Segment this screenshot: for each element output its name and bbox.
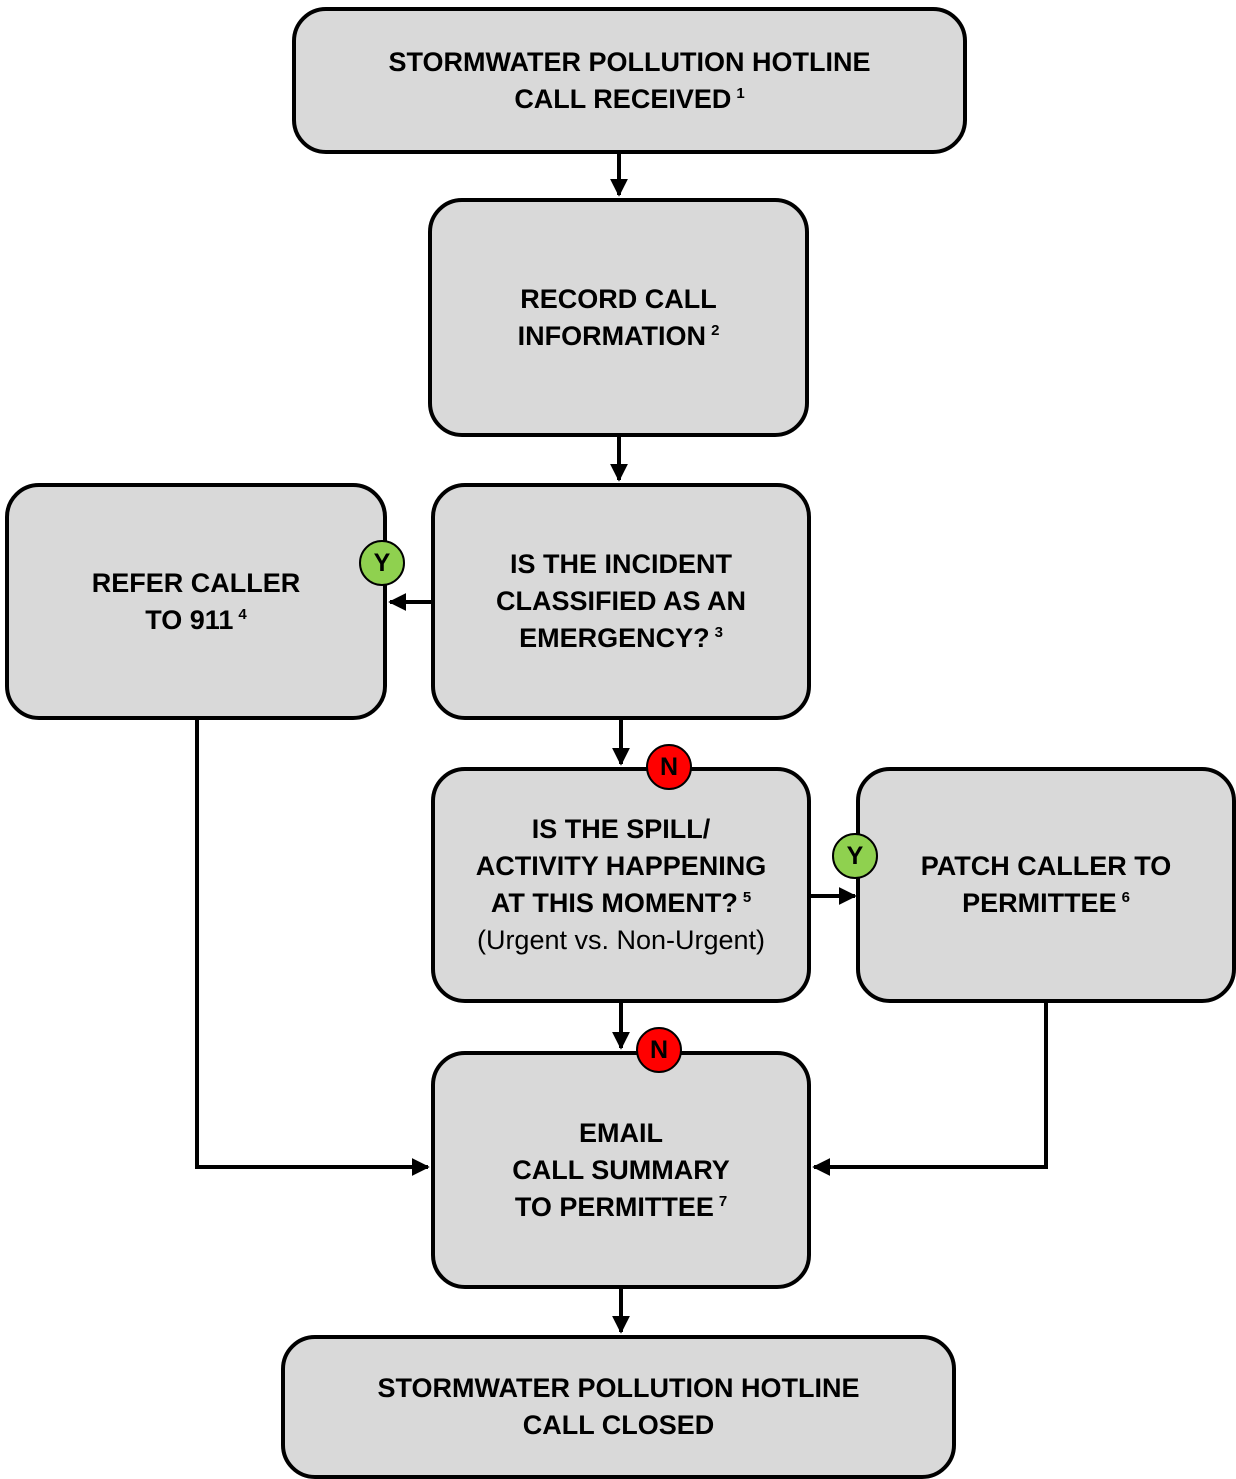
happening-question-box: IS THE SPILL/ ACTIVITY HAPPENING AT THIS… (431, 767, 811, 1003)
patch-permittee-line-2: PERMITTEE (962, 888, 1117, 918)
call-closed-line-1: STORMWATER POLLUTION HOTLINE (377, 1373, 860, 1403)
emergency-question-line-2: CLASSIFIED AS AN (495, 586, 746, 616)
refer-911-line-1: REFER CALLER (91, 567, 301, 598)
footnote-marker: 6 (1121, 889, 1130, 906)
email-summary-line-1: EMAIL (579, 1117, 663, 1148)
emergency-question-box: IS THE INCIDENT CLASSIFIED AS AN EMERGEN… (431, 483, 811, 720)
footnote-marker: 7 (718, 1192, 728, 1210)
emergency-question-line-3: EMERGENCY? (519, 623, 710, 653)
refer-911-line-2: TO 911 (145, 604, 234, 635)
call-received-line-2: CALL RECEIVED (514, 83, 732, 114)
arrow-refer-to-email (195, 720, 430, 1176)
happening-no-badge: N (636, 1027, 682, 1073)
email-summary-line-3: TO PERMITTEE (514, 1191, 714, 1222)
call-received-line-1: STORMWATER POLLUTION HOTLINE (388, 46, 871, 77)
record-info-line-2: INFORMATION (517, 320, 707, 351)
footnote-marker: 3 (714, 624, 723, 641)
emergency-yes-badge: Y (359, 540, 405, 586)
patch-permittee-line-1: PATCH CALLER TO (920, 851, 1172, 881)
arrow-patch-to-email (812, 1003, 1048, 1176)
footnote-marker: 2 (711, 321, 720, 339)
emergency-no-badge: N (646, 744, 692, 790)
happening-yes-badge: Y (832, 833, 878, 879)
happening-question-line-2: ACTIVITY HAPPENING (475, 851, 767, 881)
happening-question-line-1: IS THE SPILL/ (531, 814, 711, 844)
footnote-marker: 4 (238, 605, 247, 623)
email-summary-line-2: CALL SUMMARY (512, 1154, 730, 1185)
happening-question-line-3: AT THIS MOMENT? (490, 888, 738, 918)
call-received-box: STORMWATER POLLUTION HOTLINE CALL RECEIV… (292, 7, 967, 154)
footnote-marker: 1 (736, 84, 745, 102)
footnote-marker: 5 (742, 889, 752, 906)
happening-question-subtext: (Urgent vs. Non-Urgent) (476, 925, 766, 955)
emergency-question-line-1: IS THE INCIDENT (509, 549, 732, 579)
record-info-line-1: RECORD CALL (520, 283, 717, 314)
call-closed-line-2: CALL CLOSED (522, 1410, 715, 1440)
call-closed-box: STORMWATER POLLUTION HOTLINE CALL CLOSED (281, 1335, 956, 1479)
